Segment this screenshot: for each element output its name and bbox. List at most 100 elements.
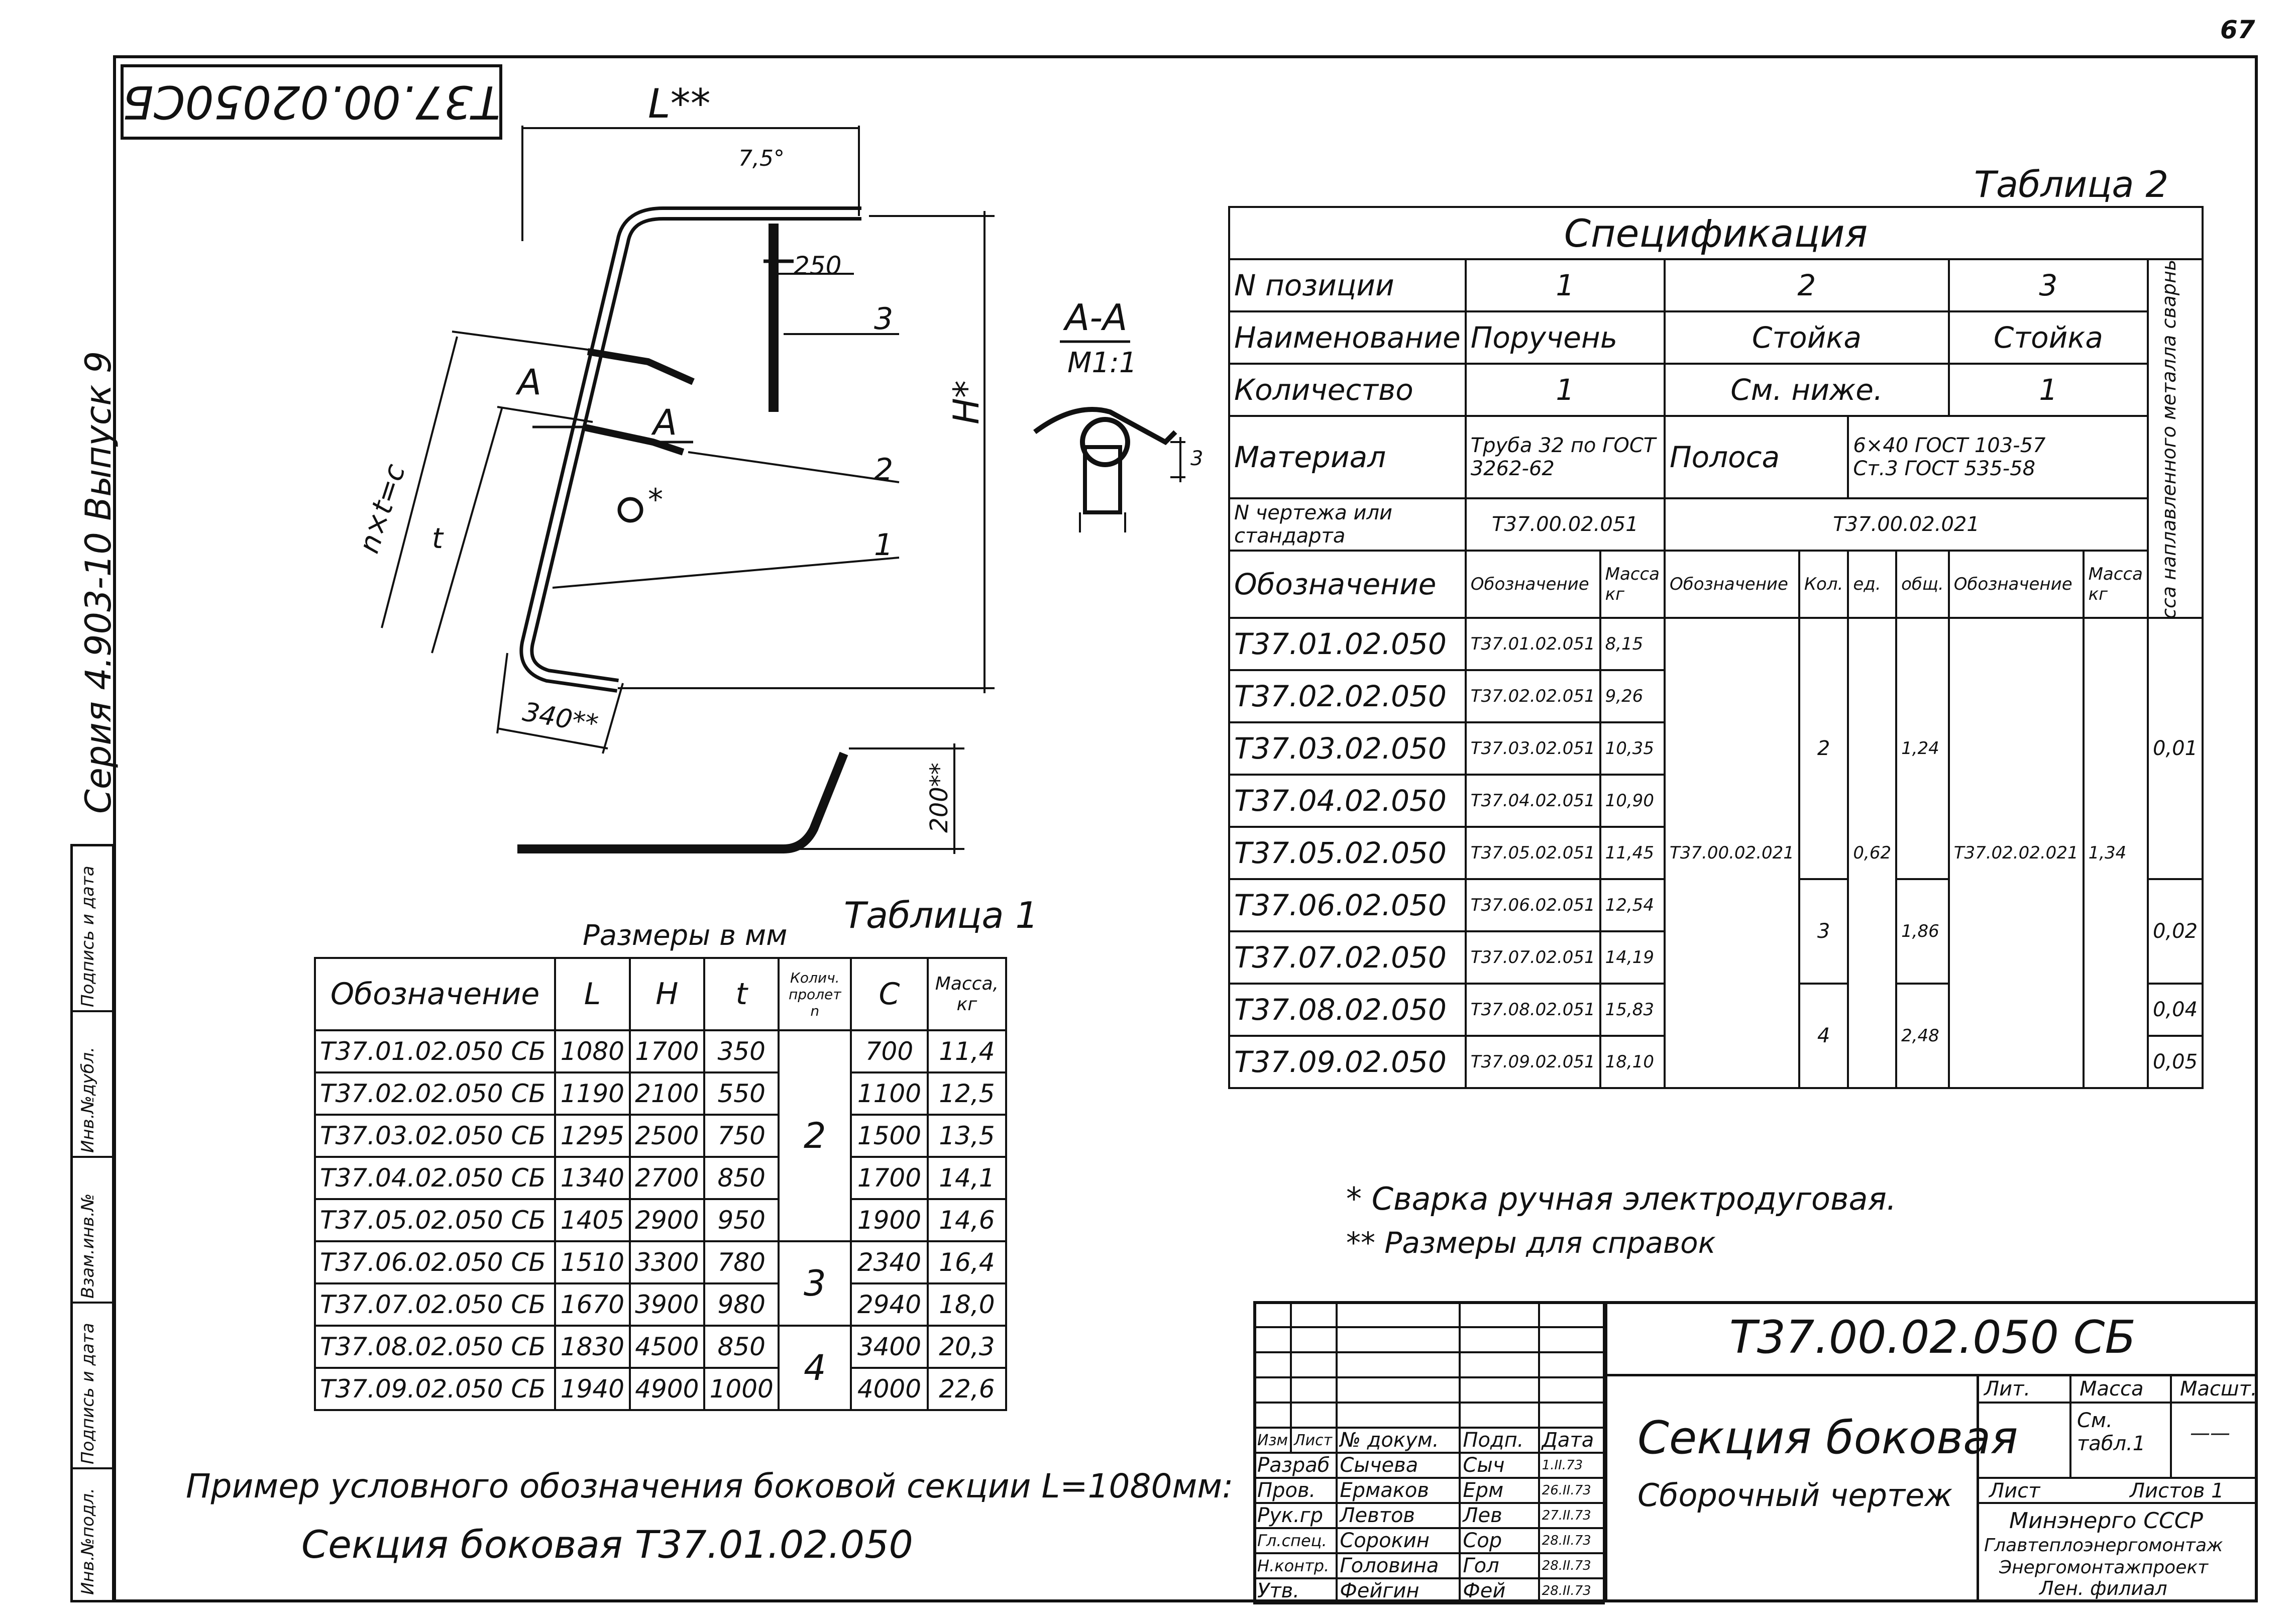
cell-n-group: 2 (778, 1029, 852, 1242)
table-row: Количество 1 См. ниже. 1 (1228, 363, 2203, 417)
left-bar-cell: Взам.инв.№ (73, 1158, 112, 1304)
col-header: Обозначение (313, 957, 557, 1031)
cell: Стойка (1947, 310, 2149, 365)
cell: 2900 (628, 1198, 706, 1242)
cell: Т37.04.02.050 (1228, 774, 1467, 828)
table-row (1253, 1402, 1605, 1429)
table1-title: Таблица 1 (844, 894, 1039, 936)
table-row: Т37.09.02.050 СБ 1940 4900 1000 4000 22,… (313, 1367, 1008, 1411)
cell: Левтов (1336, 1502, 1461, 1529)
cell: 18,10 (1599, 1035, 1666, 1089)
scale-label: Масшт. (2180, 1377, 2257, 1401)
sheets-label: Листов 1 (2130, 1479, 2224, 1502)
cell: 1700 (850, 1156, 929, 1200)
cell: 14,6 (926, 1198, 1008, 1242)
row-label: Наименование (1228, 310, 1467, 365)
table-row: N позиции 1 2 3 Масса наплавленного мета… (1228, 258, 2204, 619)
dimensions-table: Обозначение L H t Колич. пролет n C Масс… (313, 957, 1008, 1411)
table-row: Т37.06.02.050 СБ 1510 3300 780 3 2340 16… (313, 1240, 1008, 1327)
sub-header: Масса кг (1599, 550, 1666, 619)
table-row: Материал Труба 32 по ГОСТ 3262-62 Полоса… (1228, 415, 2203, 499)
cell: Т37.09.02.050 СБ (313, 1367, 557, 1411)
cell: 350 (703, 1029, 780, 1073)
cell: Т37.04.02.050 СБ (313, 1156, 557, 1200)
org-line-1: Минэнерго СССР (2009, 1508, 2203, 1534)
cell: Т37.03.02.050 (1228, 721, 1467, 776)
col-header: C (850, 957, 929, 1031)
cell-n-group: 4 (778, 1325, 852, 1411)
cell: 1 (1464, 363, 1666, 417)
cell: Труба 32 по ГОСТ 3262-62 (1464, 415, 1666, 499)
cell: 28.II.73 (1538, 1552, 1605, 1579)
cell: Разраб (1253, 1452, 1338, 1479)
table-row: Т37.02.02.050 СБ 1190 2100 550 1100 12,5 (313, 1071, 1008, 1116)
angle-label: 7,5° (738, 146, 785, 171)
bracket-2a (587, 348, 695, 385)
org-line-3: Энергомонтажпроект (1999, 1557, 2209, 1578)
col-header: № докум. (1336, 1427, 1461, 1454)
col-header: Лист (1290, 1427, 1338, 1454)
cell: 0,02 (2146, 878, 2204, 985)
left-binding-bar: Подпись и дата Инв.№дубл. Взам.инв.№ Под… (70, 844, 115, 1602)
cell: 1940 (554, 1367, 631, 1411)
cell: 3900 (628, 1282, 706, 1327)
cell: 27.II.73 (1538, 1502, 1605, 1529)
table2-title: Таблица 2 (1974, 163, 2169, 205)
table-row (1253, 1351, 1605, 1378)
cell: 1405 (554, 1198, 631, 1242)
cell: Т37.03.02.051 (1464, 721, 1601, 776)
sub-header: Обозначение (1947, 550, 2085, 619)
section-a-right: A (653, 402, 677, 443)
sub-header: Обозначение (1664, 550, 1800, 619)
left-bar-cell: Подпись и дата (73, 1304, 112, 1469)
rail-pipe-inner (523, 210, 861, 689)
sub-header: Кол. (1798, 550, 1849, 619)
cell: Т37.00.02.021 (1664, 617, 1800, 1089)
cell: 12,5 (926, 1071, 1008, 1116)
cell: 980 (703, 1282, 780, 1327)
cell: 1000 (703, 1367, 780, 1411)
cell: Т37.07.02.050 (1228, 930, 1467, 985)
cell: 14,19 (1599, 930, 1666, 985)
cell: 1340 (554, 1156, 631, 1200)
drawing-name: Секция боковая (1637, 1412, 2018, 1464)
cell: 550 (703, 1071, 780, 1116)
signature: Лев (1459, 1502, 1540, 1529)
material-steel: Ст.3 ГОСТ 535-58 (1853, 457, 2036, 480)
cell: Сорокин (1336, 1527, 1461, 1554)
callout-3: 3 (874, 301, 894, 337)
col-header: Дата (1538, 1427, 1605, 1454)
mass-value: См. табл.1 (2077, 1409, 2146, 1455)
cell: 2700 (628, 1156, 706, 1200)
cell: Т37.02.02.050 СБ (313, 1071, 557, 1116)
cell: Фейгин (1336, 1577, 1461, 1604)
row-label: N чертежа или стандарта (1228, 497, 1467, 552)
cell: 28.II.73 (1538, 1577, 1605, 1604)
cell: 1700 (628, 1029, 706, 1073)
cell: 1100 (850, 1071, 929, 1116)
cell: 1295 (554, 1114, 631, 1158)
col-header: L (554, 957, 631, 1031)
cell: 3 (1947, 258, 2149, 312)
table-row (1253, 1376, 1605, 1404)
title-right-grid (1979, 1402, 2258, 1404)
mass-label: Масса (2080, 1377, 2144, 1401)
table-row: N чертежа или стандарта Т37.00.02.051 Т3… (1228, 497, 2203, 552)
cell: Гл.спец. (1253, 1527, 1338, 1554)
dim-250-label: 250 (794, 251, 842, 280)
callout-1: 1 (874, 527, 894, 563)
note-welding: * Сварка ручная электродуговая. (1346, 1180, 1897, 1217)
cell: Т37.02.02.051 (1464, 669, 1601, 723)
spec-title-row: Спецификация (1228, 206, 2204, 260)
signature: Сыч (1459, 1452, 1540, 1479)
dim-H-label: H* (945, 380, 987, 424)
cell: 0,62 (1847, 617, 1898, 1089)
cell: 3300 (628, 1240, 706, 1284)
table-row: Т37.03.02.050 Т37.03.02.051 10,35 (1228, 721, 2203, 776)
col-header: Подп. (1459, 1427, 1540, 1454)
title-right-column: Лит. Масса Масшт. См. табл.1 —— Лист Лис… (1977, 1376, 2258, 1602)
cell: Т37.02.02.021 (1947, 617, 2085, 1089)
cell: Т37.07.02.051 (1464, 930, 1601, 985)
signature: Фей (1459, 1577, 1540, 1604)
